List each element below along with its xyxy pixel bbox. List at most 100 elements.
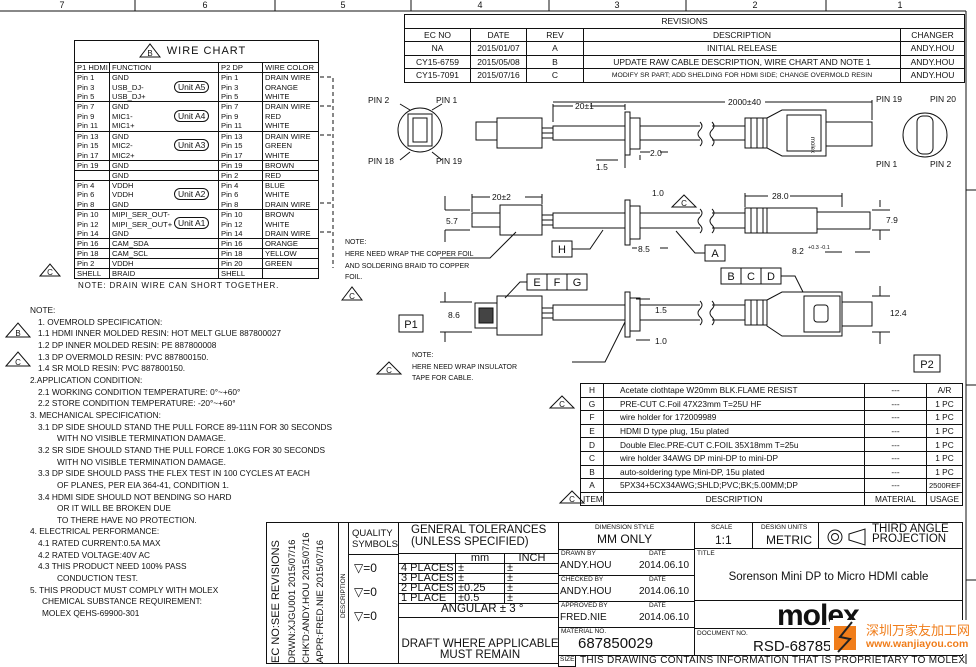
revision-cell: ANDY.HOU [899,54,966,69]
wire-cell: GND [109,199,219,210]
note-line: NOTE: [412,352,433,359]
bom-cell: G [580,396,604,412]
bom-cell: auto-soldering type Mini-DP, 15u plated [603,464,865,480]
column-header: USAGE [926,491,963,507]
bom-cell: PRE-CUT C.Foil 47X23mm T=25U HF [603,396,865,412]
zone-label: 6 [202,0,207,10]
zone-label: 4 [477,0,482,10]
callout-e: E [533,277,540,289]
projection-label: THIRD ANGLE PROJECTION [872,523,949,545]
document-cell: DOCUMENT NO. RSD-68785 [694,628,963,656]
bom-cell: --- [864,478,927,493]
dimension-label: 1.5 [655,305,667,315]
rev-marker-c: C [559,400,565,409]
zone-label: 7 [59,0,64,10]
tolerance-cell: 3 PLACES [399,573,456,584]
wire-cell: Pin 3 [74,82,110,92]
revision-cell: INITIAL RELEASE [583,41,901,56]
approval-block: DIMENSION STYLE MM ONLY DRAWN BY DATE AN… [558,522,695,656]
quality-symbol-1: ▽=0 [354,561,377,575]
date-label: DATE [649,550,666,557]
dimension-label: 28.0 [772,191,789,201]
wire-cell: CAM_SDA [109,238,219,250]
revision-cell: CY15-6759 [404,54,471,69]
note-line: 1. OVEMROLD SPECIFICATION: [38,316,163,327]
revision-cell: MODIFY SR PART; ADD SHELDING FOR HDMI SI… [583,68,901,83]
pin-label: PIN 2 [930,159,952,169]
bom-cell: C [580,450,604,466]
wire-cell: Pin 13 [74,131,110,141]
wire-cell: Pin 19 [218,160,263,171]
bom-cell: 1 PC [926,450,963,466]
watermark-logo-icon [834,621,856,653]
tolerance-row: 2 PLACES±0.25± [399,583,558,594]
column-header: EC NO [404,27,471,42]
wire-cell: WHITE [261,121,320,132]
approved-date: 2014.06.10 [639,612,690,623]
wire-cell [74,170,110,181]
document-no-label: DOCUMENT NO. [697,630,748,637]
drawing-title: Sorenson Mini DP to Micro HDMI cable [728,571,929,583]
dimension-style: MM ONLY [597,532,653,546]
general-notes: NOTE:1. OVEMROLD SPECIFICATION:1.1 HDMI … [30,305,332,620]
pin-label: PIN 1 [436,95,458,105]
pin-label: PIN 1 [876,159,898,169]
note-line: 4.1 RATED CURRENT:0.5A MAX [38,538,161,549]
revision-cell: CY15-7091 [404,68,471,83]
wire-cell: GND [109,170,219,181]
column-header: DESCRIPTION [583,27,901,42]
note-line: HERE NEED WRAP THE COPPER FOIL [345,251,474,258]
unit-label: Unit A4 [174,110,210,122]
wire-cell: Pin 9 [74,111,110,122]
revision-cell: B [526,54,584,69]
wire-cell: ORANGE [261,238,320,250]
note-line: 1.1 HDMI INNER MOLDED RESIN: HOT MELT GL… [38,328,281,339]
note-line: NOTE: [30,305,56,315]
plug-brand: molex [809,137,815,153]
tolerance-cell: 4 PLACES [399,563,456,574]
design-units-cell: DESIGN UNITS METRIC [752,522,819,549]
column-header: FUNCTION [109,62,219,73]
wire-cell: Pin 6 [74,190,110,200]
bom-cell: A [580,478,604,493]
wire-cell: ORANGE [261,82,320,92]
dimension-label: 1.5 [596,162,608,172]
tolerance-cell: ± [504,583,558,594]
pin-label: PIN 19 [876,94,902,104]
rev-marker-c: C [681,199,687,208]
wire-cell: BRAID [109,268,219,280]
wire-cell: Pin 2 [74,258,110,270]
tolerance-cell: ± [504,593,558,604]
callout-b: B [727,271,734,283]
wire-cell: WHITE [261,150,320,161]
quality-symbols: QUALITY SYMBOLS ▽=0 ▽=0 ▽=0 [348,522,399,664]
wire-cell: Pin 15 [218,140,263,151]
checked-date: 2014.06.10 [639,586,690,597]
title-label: TITLE [697,550,715,557]
callout-f: F [554,277,561,289]
wire-cell: GREEN [261,140,320,151]
note-line: WITH NO VISIBLE TERMINATION DAMAGE. [57,456,226,467]
wire-cell: DRAIN WIRE [261,72,320,83]
bom-cell: Acetate clothtape W20mm BLK.FLAME RESIST [603,383,865,398]
zone-label: 2 [752,0,757,10]
wire-cell: Pin 16 [218,238,263,250]
note-line: CONDUCTION TEST. [57,573,138,584]
wire-cell: Pin 17 [218,150,263,161]
bom-cell: --- [864,383,927,398]
note-line: OF PLANES, PER EIA 364-41, CONDITION 1. [57,479,229,490]
wire-cell: Pin 8 [74,199,110,210]
design-units: METRIC [766,533,812,547]
column-header: MATERIAL [864,491,927,507]
note-line: 2.1 WORKING CONDITION TEMPERATURE: 0°~+6… [38,386,241,397]
